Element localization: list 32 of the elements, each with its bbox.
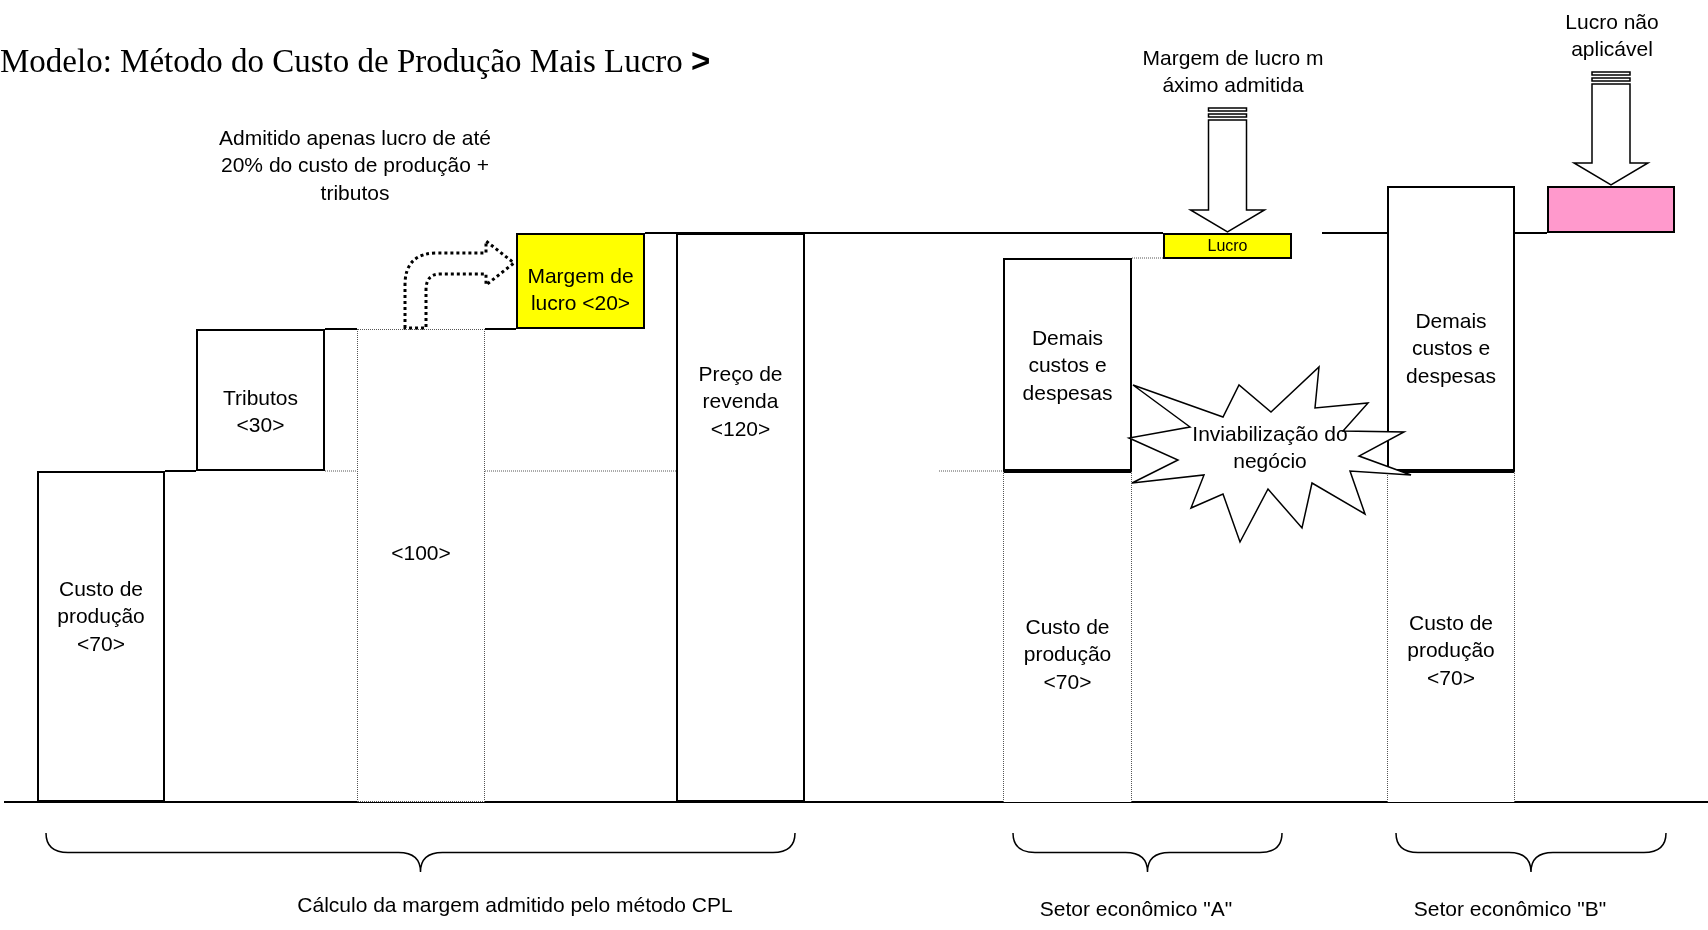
subtotal-column <box>357 329 485 802</box>
resale-price-column <box>676 233 805 802</box>
note-text: Admitido apenas lucro de até 20% do custo de produção + tributos <box>218 125 492 206</box>
box-label: Inviabilização do negócio <box>1191 420 1349 474</box>
box-label: Demais custos e despesas <box>1405 308 1497 389</box>
box-label: Margem de lucro <20> <box>526 262 635 316</box>
annotation-text: Lucro não aplicável <box>1547 8 1677 63</box>
box-label: <100> <box>390 540 452 567</box>
profit-margin-box <box>516 233 645 329</box>
box-label: Lucro <box>1206 238 1249 254</box>
diagram-title: Modelo: Método do Custo de Produção Mais Lucro > <box>0 42 711 80</box>
box-label: Custo de produção <70> <box>1022 614 1113 695</box>
block-arrow <box>1571 71 1651 186</box>
annotation-text: Margem de lucro m áximo admitida <box>1118 44 1348 99</box>
block-arrow <box>1187 107 1268 233</box>
box-label: Custo de produção <70> <box>1406 610 1496 691</box>
cost-column <box>1003 471 1132 802</box>
section-label: Setor econômico "B" <box>1412 896 1608 922</box>
cost-column <box>37 471 165 802</box>
other-costs-box <box>1003 258 1132 471</box>
section-label: Cálculo da margem admitido pelo método CPL <box>296 892 734 918</box>
profit-box <box>1547 186 1675 233</box>
bent-arrow <box>403 239 516 330</box>
section-label: Setor econômico "A" <box>1038 896 1234 922</box>
cost-column <box>1387 471 1515 802</box>
box-label: Preço de revenda <120> <box>697 361 784 442</box>
tax-box <box>196 329 325 471</box>
box-label: Tributos <30> <box>221 384 300 438</box>
box-label: Custo de produção <70> <box>56 576 146 657</box>
other-costs-box <box>1387 186 1515 471</box>
box-label: Demais custos e despesas <box>1022 325 1113 406</box>
profit-box <box>1163 233 1292 259</box>
